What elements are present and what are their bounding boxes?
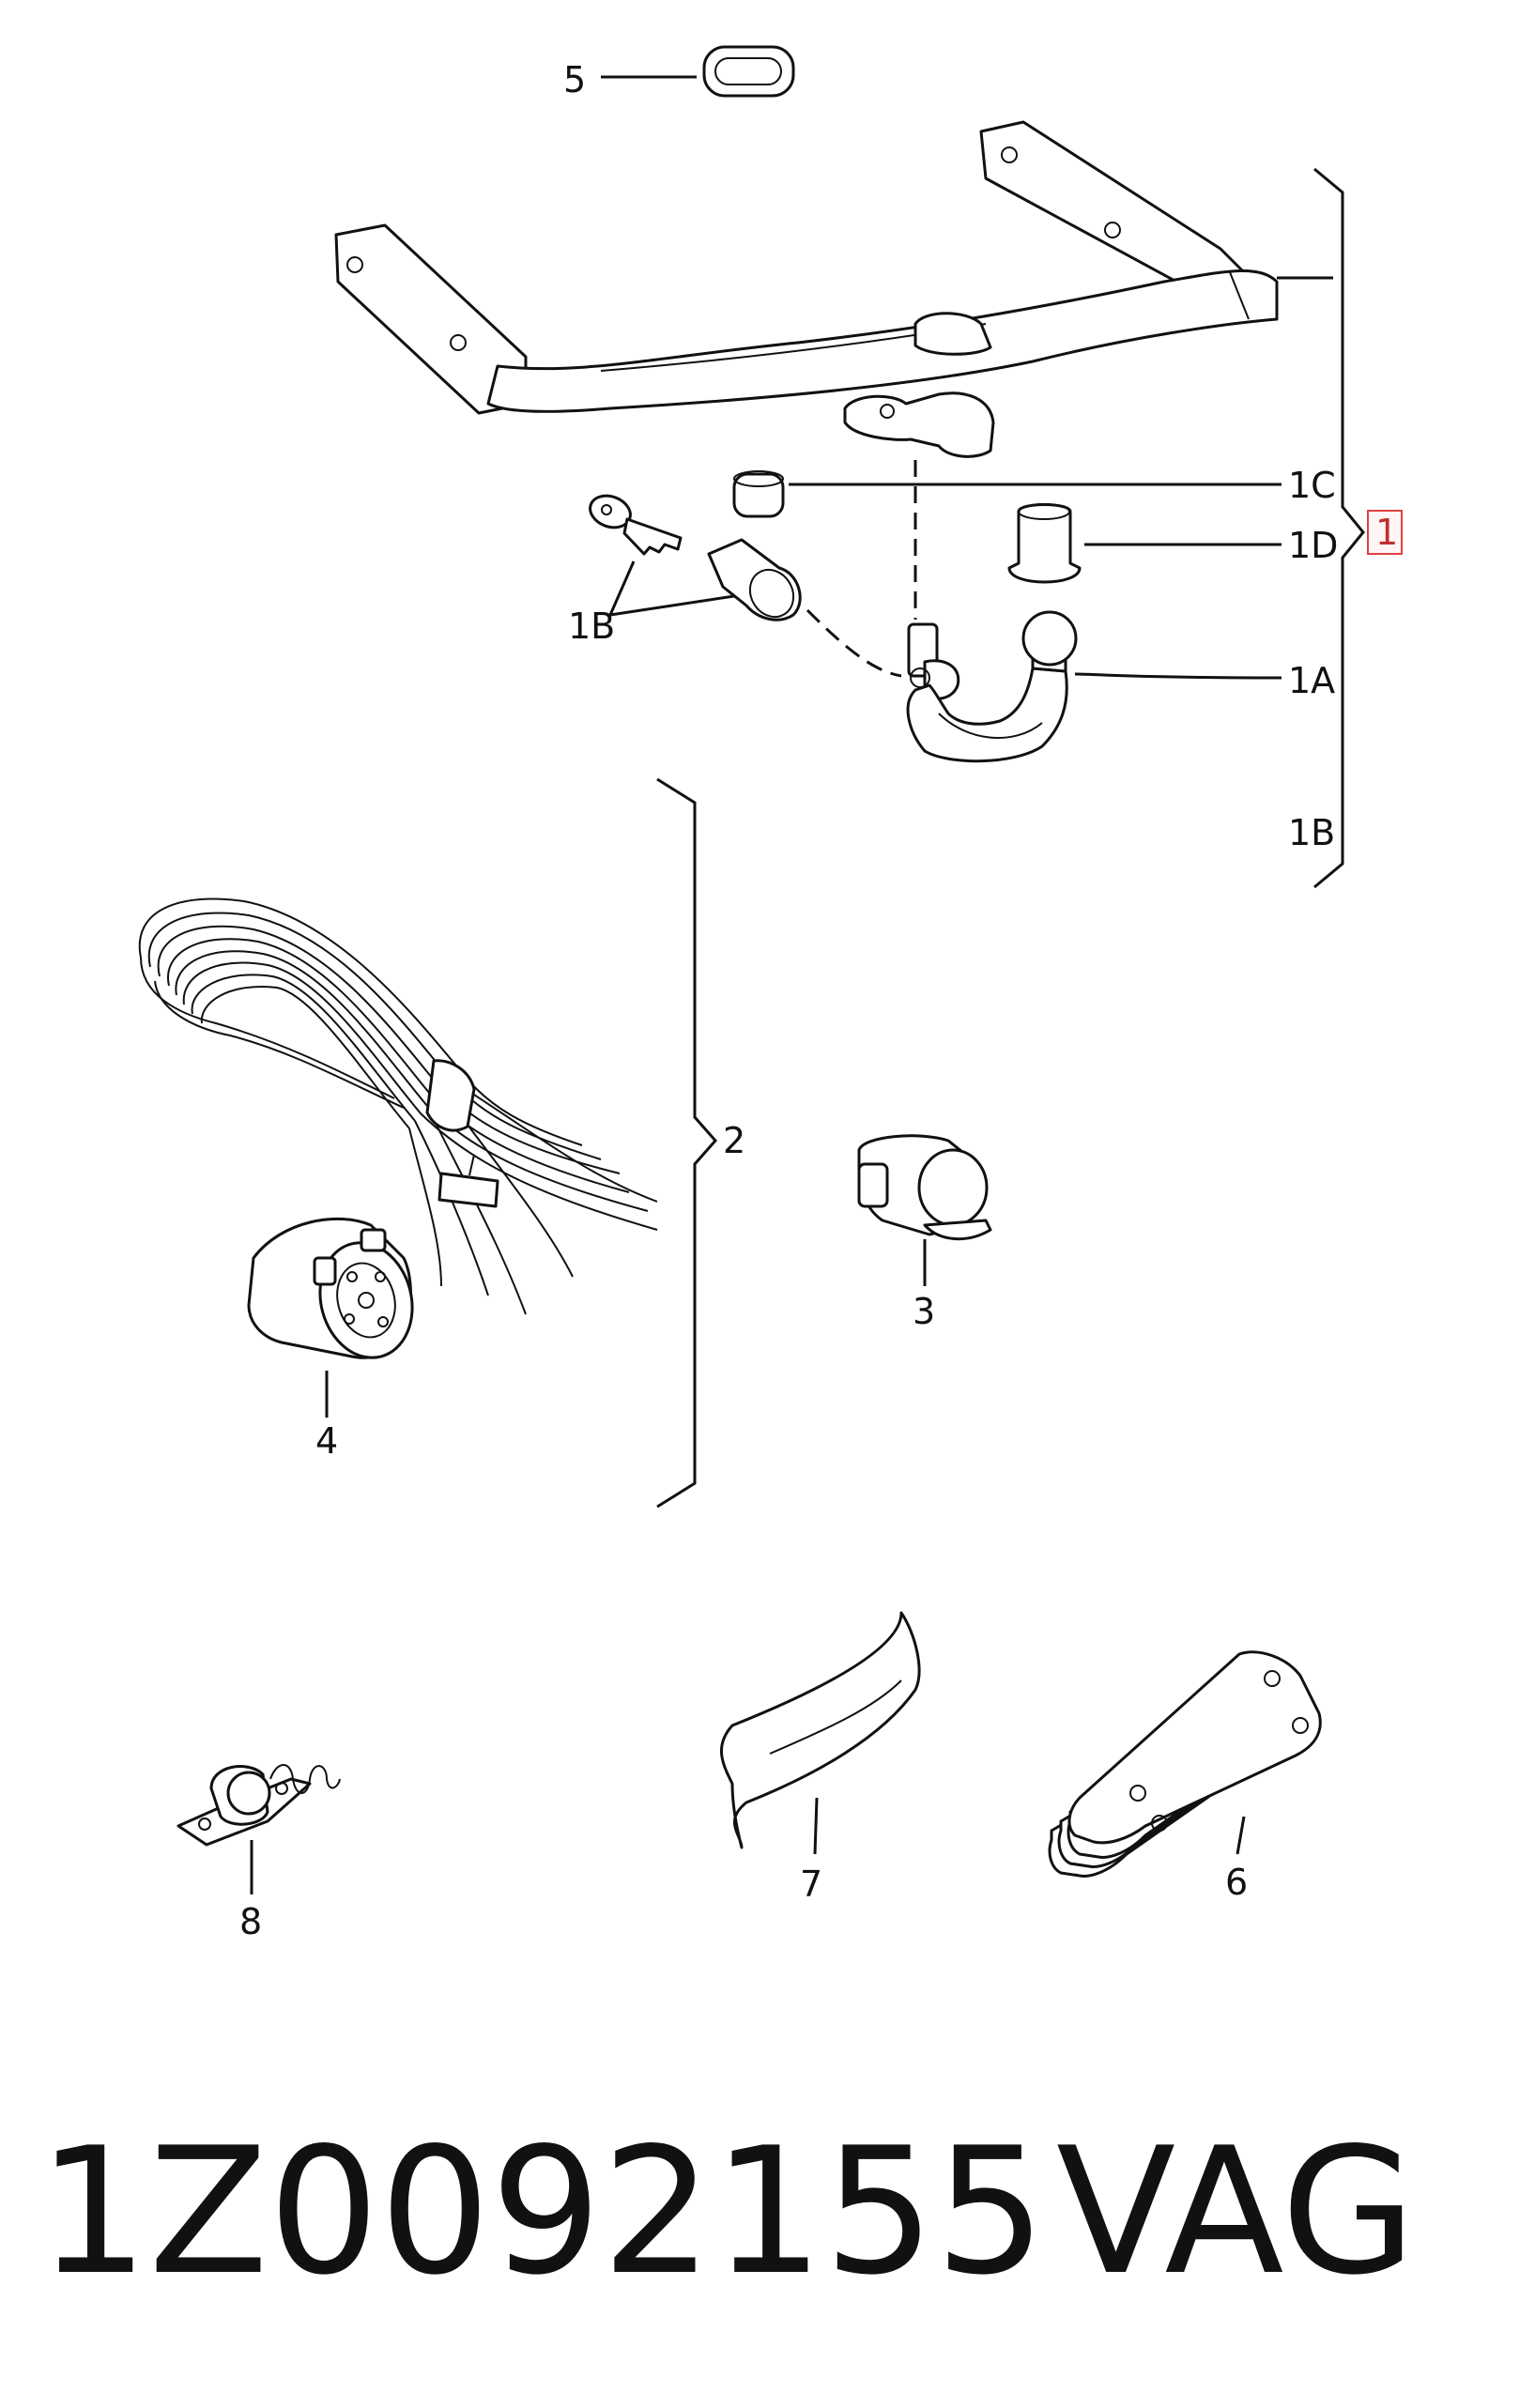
brace-group-1 — [1313, 167, 1365, 889]
part-8-clip — [177, 1764, 341, 1847]
brand-name: VAG — [1056, 2109, 1416, 2313]
part-1b-key — [589, 494, 683, 556]
part-1c-plug — [732, 470, 785, 518]
callout-6: 6 — [1225, 1862, 1248, 1903]
part-1d-cap — [1007, 503, 1082, 584]
leader-7 — [813, 1797, 819, 1855]
callout-7: 7 — [800, 1864, 822, 1905]
part-1b-lock-barrel — [707, 538, 802, 621]
part-2-wiring-harness — [138, 897, 658, 1315]
towbar-crossmember — [334, 120, 1333, 458]
callout-1b-left: 1B — [568, 606, 615, 647]
callout-3: 3 — [913, 1291, 935, 1332]
part-7-sheet — [719, 1611, 921, 1849]
part-1a-ball-neck — [906, 610, 1078, 763]
part-number: 1Z0092155 — [38, 2109, 1046, 2313]
leader-1a — [1074, 672, 1282, 680]
callout-1c: 1C — [1288, 465, 1336, 506]
leader-6 — [1236, 1816, 1246, 1855]
part-6-plate-stack — [1048, 1650, 1322, 1878]
part-4-socket — [247, 1217, 414, 1359]
assembly-line-lock — [806, 608, 902, 678]
brace-group-2 — [656, 777, 717, 1509]
part-5-cover-cap — [702, 45, 795, 98]
callout-5: 5 — [563, 59, 586, 100]
callout-1d: 1D — [1288, 525, 1338, 566]
callout-8: 8 — [239, 1901, 262, 1942]
part-3-module — [857, 1134, 992, 1241]
callout-4: 4 — [315, 1420, 338, 1462]
callout-1[interactable]: 1 — [1375, 512, 1398, 553]
callout-1a: 1A — [1288, 660, 1335, 701]
leader-1b-key — [608, 560, 636, 616]
callout-1-highlight-box[interactable] — [1367, 510, 1403, 555]
callout-1b-right: 1B — [1288, 812, 1335, 853]
callout-2: 2 — [723, 1120, 745, 1161]
leader-1b-lock — [609, 594, 735, 617]
